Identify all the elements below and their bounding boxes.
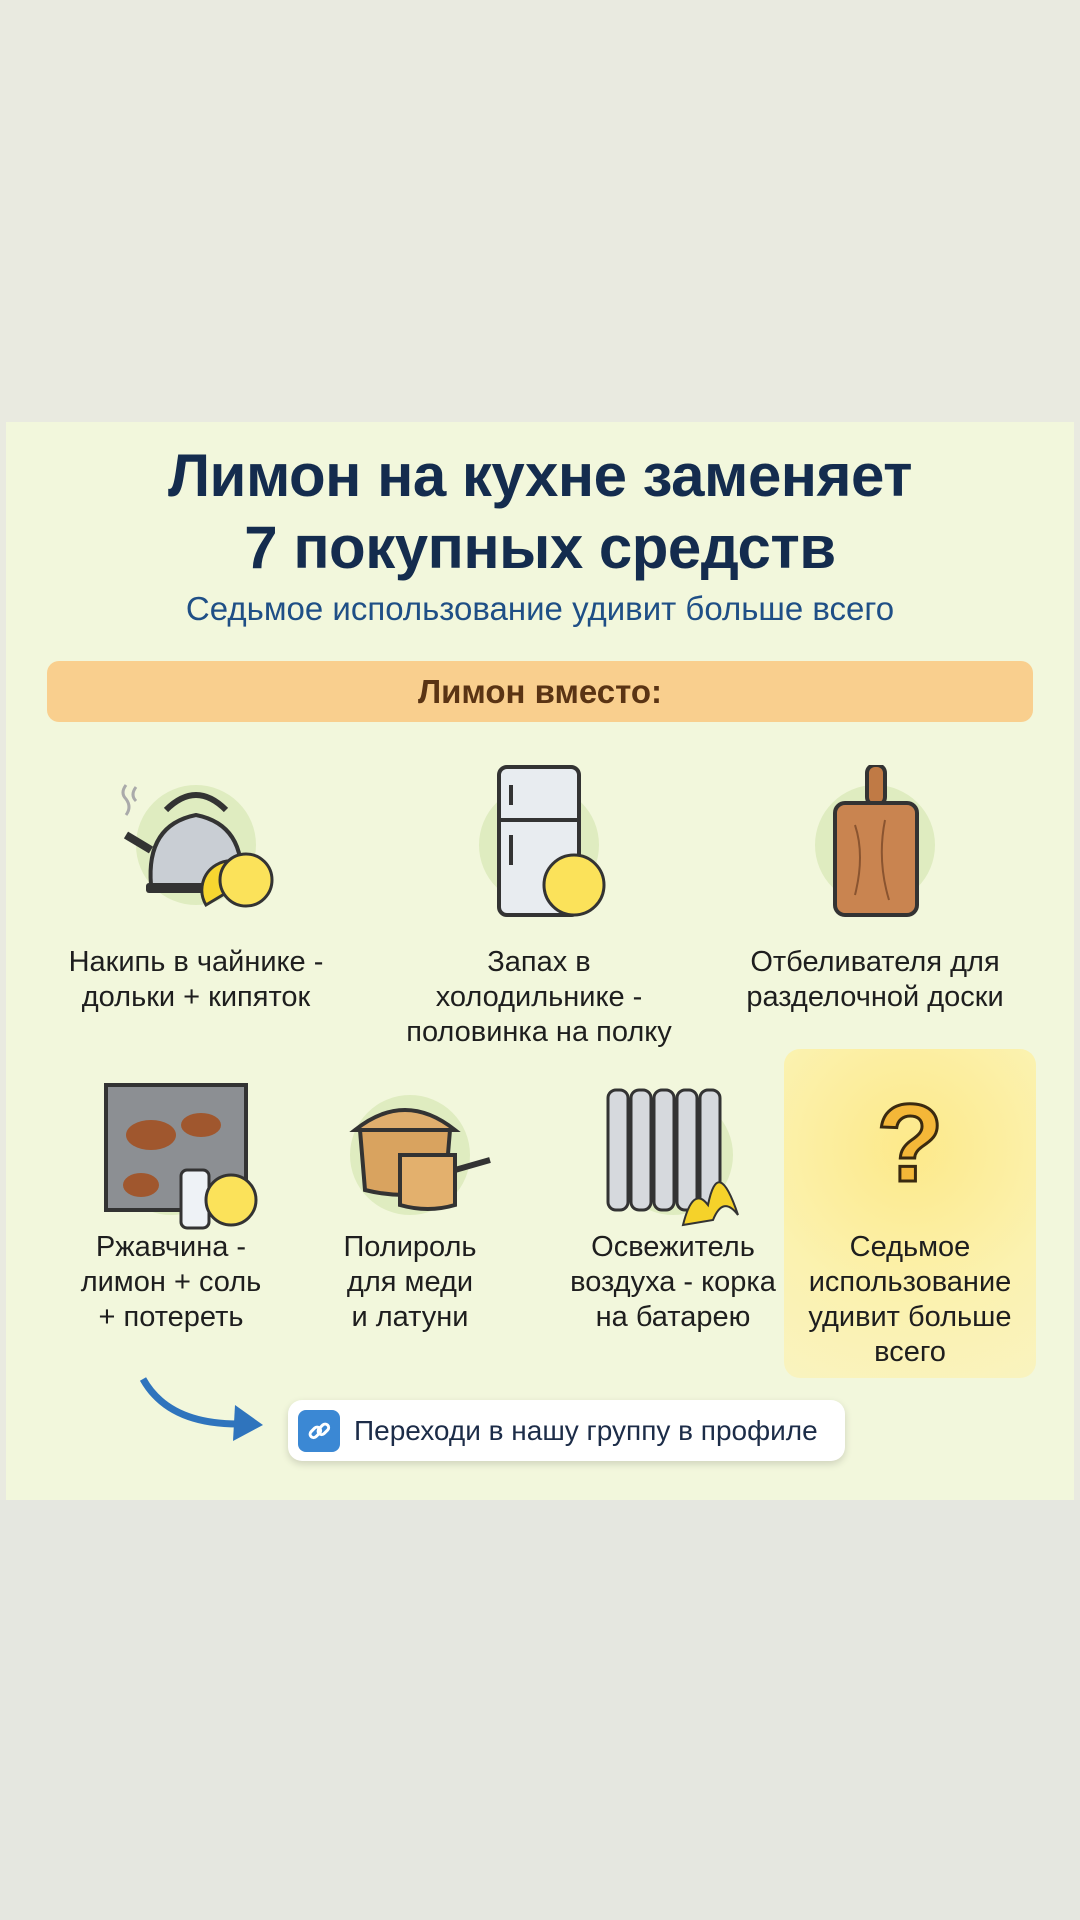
item-label: Ржавчина -лимон + соль+ потереть <box>80 1231 262 1333</box>
group-link-button[interactable]: Переходи в нашу группу в профиле <box>288 1400 845 1461</box>
highlight-card <box>784 1049 1036 1378</box>
question-mark-icon: ? <box>875 1081 945 1207</box>
link-icon <box>298 1409 340 1452</box>
cutting-board-icon <box>833 765 919 917</box>
background-bottom <box>0 1500 1080 1920</box>
arrow-icon <box>139 1377 263 1441</box>
section-banner: Лимон вместо: <box>47 661 1033 722</box>
copper-pots-icon <box>349 1108 491 1211</box>
radiator-peel-icon <box>606 1088 739 1227</box>
item-label: Запах в холодильнике -половинка на полку <box>406 946 672 1048</box>
subtitle: Седьмое использование удивит больше всег… <box>185 590 895 627</box>
item-label: Накипь в чайнике -дольки + кипяток <box>68 946 324 1013</box>
rust-salt-lemon-icon <box>104 1083 258 1230</box>
group-link-label: Переходи в нашу группу в профиле <box>354 1414 818 1446</box>
kettle-lemon-icon <box>121 784 274 908</box>
fridge-lemon-icon <box>497 765 606 917</box>
